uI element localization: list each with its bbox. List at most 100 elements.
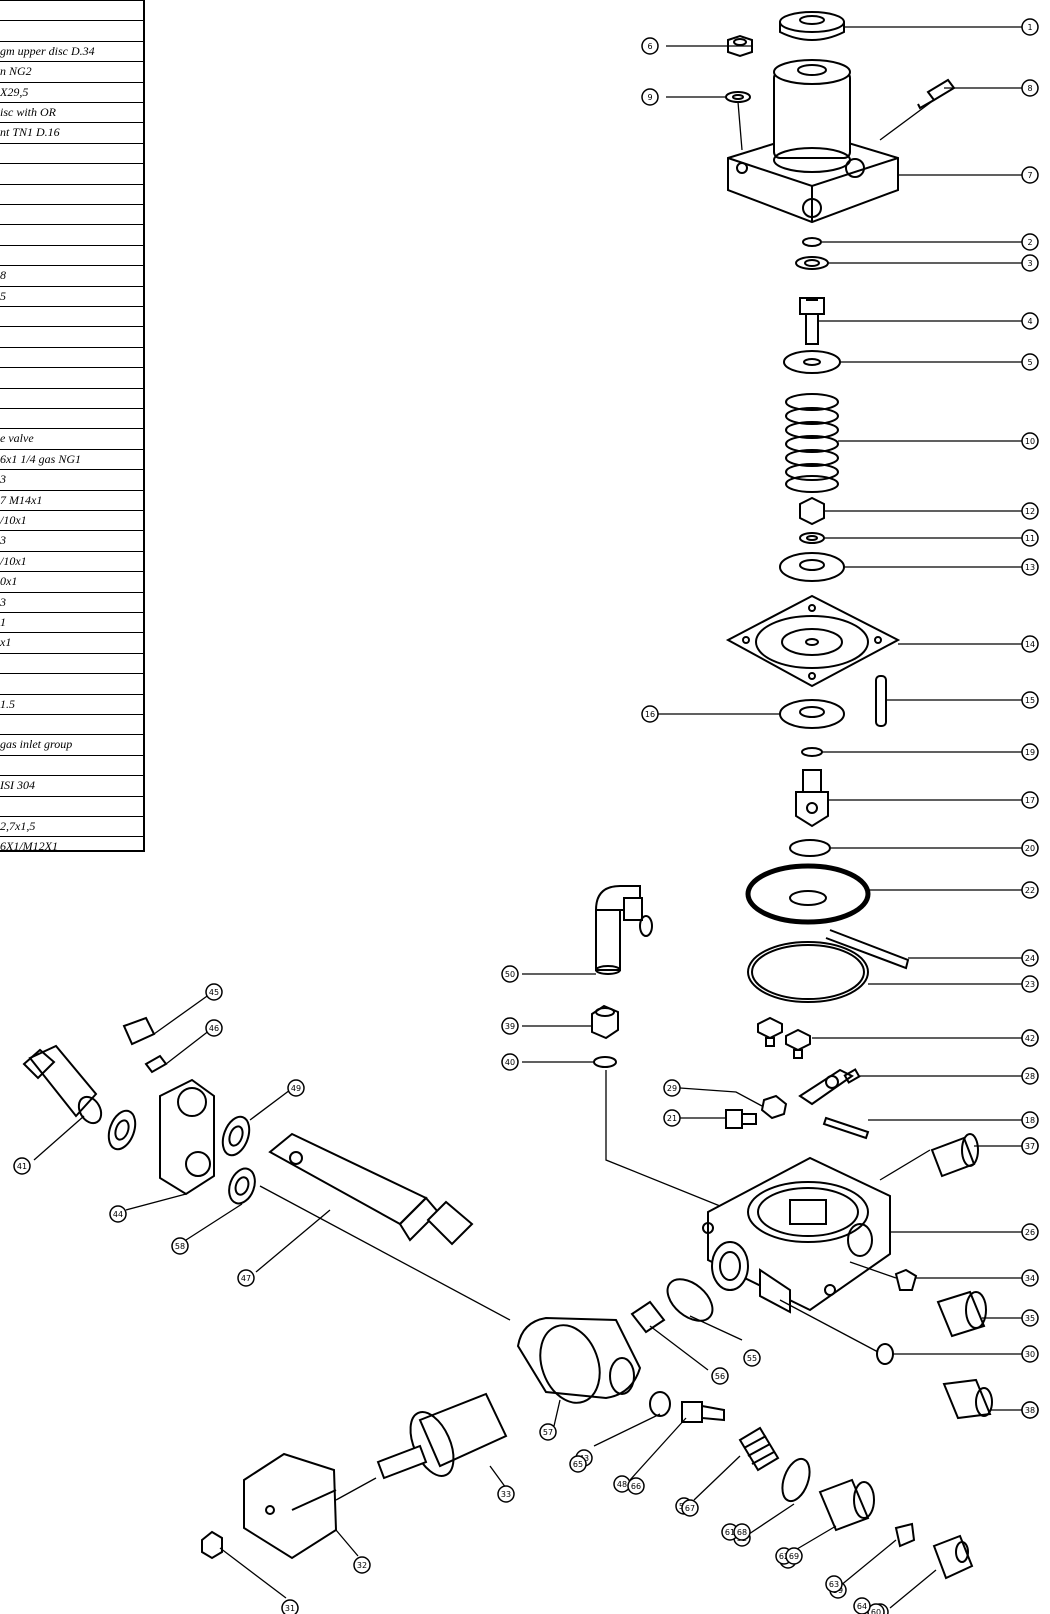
parts-table-row (0, 244, 143, 265)
spring (785, 393, 839, 493)
callout-circle (627, 1477, 645, 1495)
callout-number: 31 (285, 1604, 295, 1613)
spring-seat-disc (783, 350, 841, 374)
fitting-37 (930, 1133, 979, 1178)
callout-number: 6 (647, 42, 652, 51)
callout-circle (171, 1237, 189, 1255)
washer-small (725, 91, 751, 103)
callout-number: 8 (1027, 84, 1032, 93)
parts-table-row (0, 367, 143, 387)
filter-cap-56 (630, 1300, 666, 1334)
callout-circle (1021, 79, 1039, 97)
lever-screw (725, 1109, 757, 1129)
callout-number: 66 (631, 1482, 641, 1491)
callout-7: 7 (1021, 166, 1039, 184)
callout-number: 14 (1025, 640, 1035, 649)
leader-lines (33, 26, 1026, 1609)
callout-circle (1021, 975, 1039, 993)
callout-number: 29 (667, 1084, 677, 1093)
callout-3: 3 (1021, 254, 1039, 272)
callout-13: 13 (1021, 558, 1039, 576)
parts-table-row (0, 20, 143, 40)
callout-18: 18 (1021, 1111, 1039, 1129)
washer-37-lower (876, 1343, 894, 1365)
parts-table-row (0, 306, 143, 326)
parts-table-row: /10x1 (0, 510, 143, 530)
callout-number: 35 (1025, 1314, 1035, 1323)
callout-number: 19 (1025, 748, 1035, 757)
callout-15: 15 (1021, 691, 1039, 709)
callout-circle (1021, 1223, 1039, 1241)
callout-57: 57 (539, 1423, 557, 1441)
parts-table-row (0, 183, 143, 204)
callout-number: 65 (573, 1460, 583, 1469)
callout-circle (1021, 635, 1039, 653)
parts-table-row: 5 (0, 285, 143, 306)
callout-24: 24 (1021, 949, 1039, 967)
callout-number: 18 (1025, 1116, 1035, 1125)
o-ring-55 (666, 1278, 714, 1322)
washer-51 (781, 1457, 811, 1503)
callout-number: 10 (1025, 437, 1035, 446)
lower-membrane-disc (745, 863, 910, 970)
callout-circle (1021, 791, 1039, 809)
callout-circle (109, 1205, 127, 1223)
callout-11: 11 (1021, 529, 1039, 547)
callout-circle (501, 1017, 519, 1035)
screw-46 (144, 1054, 168, 1074)
washer-46-lower (228, 1167, 256, 1205)
parts-table-row: 0x1 (0, 571, 143, 591)
callout-number: 49 (291, 1084, 301, 1093)
parts-table-row (0, 795, 143, 816)
callout-number: 46 (209, 1024, 219, 1033)
parts-table-row: 3 (0, 530, 143, 550)
callout-63: 63 (825, 1575, 843, 1593)
callout-number: 22 (1025, 886, 1035, 895)
bolt-49 (681, 1401, 725, 1423)
callout-number: 38 (1025, 1406, 1035, 1415)
callout-30: 30 (1021, 1345, 1039, 1363)
valve-block-44 (159, 1078, 215, 1196)
parts-table-row (0, 204, 143, 224)
callout-number: 28 (1025, 1072, 1035, 1081)
filter-spring-50 (738, 1426, 780, 1472)
callout-number: 26 (1025, 1228, 1035, 1237)
callout-number: 58 (175, 1242, 185, 1251)
callout-55: 55 (743, 1349, 761, 1367)
callout-circle (1021, 558, 1039, 576)
valve-lever (798, 1068, 861, 1106)
parts-table-row: 6X1/M12X1 (0, 836, 143, 856)
callout-circle (1021, 254, 1039, 272)
callout-number: 57 (543, 1428, 553, 1437)
plug-45 (122, 1016, 156, 1046)
callout-47: 47 (237, 1269, 255, 1287)
diaphragm-upper-disc (779, 552, 845, 582)
callout-number: 11 (1025, 534, 1035, 543)
callout-14: 14 (1021, 635, 1039, 653)
callout-number: 61 (725, 1528, 735, 1537)
callout-circle (205, 983, 223, 1001)
callout-number: 50 (505, 970, 515, 979)
callout-number: 15 (1025, 696, 1035, 705)
callout-49: 49 (287, 1079, 305, 1097)
parts-table-row: X29,5 (0, 81, 143, 102)
callout-39: 39 (501, 1017, 519, 1035)
callout-number: 24 (1025, 954, 1035, 963)
elbow-fitting (595, 885, 653, 975)
callout-markers: 1234567891011121314151617181920212223242… (13, 18, 1039, 1614)
callout-28: 28 (1021, 1067, 1039, 1085)
parts-table-row: 6x1 1/4 gas NG1 (0, 448, 143, 469)
washer-18 (801, 747, 823, 757)
callout-46: 46 (205, 1019, 223, 1037)
callout-number: 3 (1027, 259, 1032, 268)
callout-number: 16 (645, 710, 655, 719)
callout-20: 20 (1021, 839, 1039, 857)
washer-42 (107, 1109, 137, 1151)
solenoid-body-53 (516, 1316, 642, 1404)
callout-66: 66 (627, 1477, 645, 1495)
callout-16: 16 (641, 705, 659, 723)
callout-number: 21 (667, 1114, 677, 1123)
callout-37: 37 (1021, 1137, 1039, 1155)
parts-table-row (0, 163, 143, 183)
